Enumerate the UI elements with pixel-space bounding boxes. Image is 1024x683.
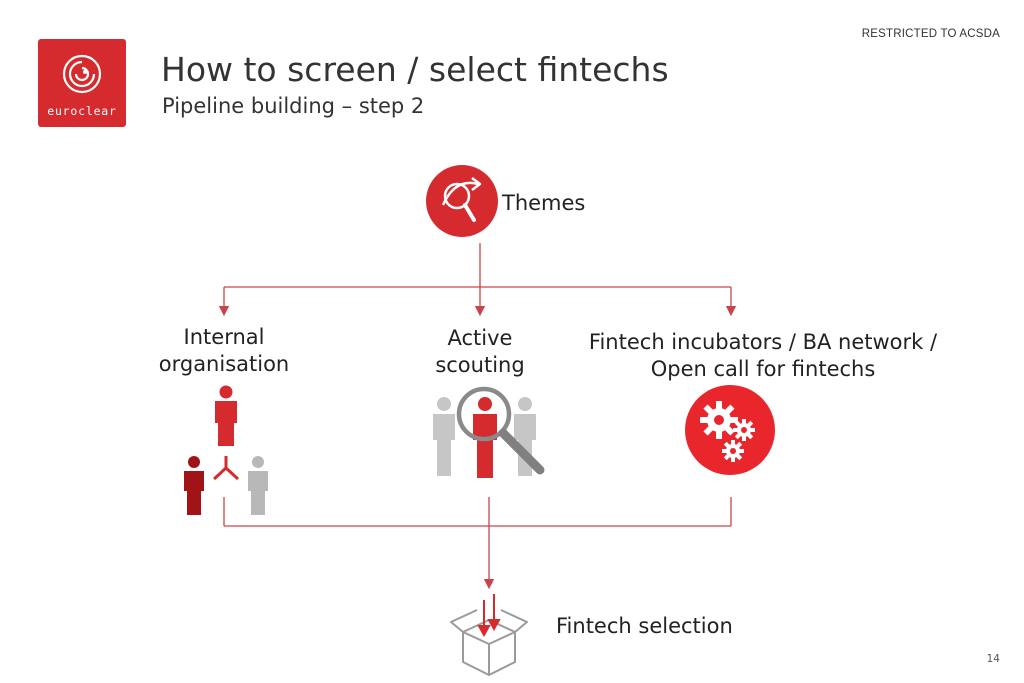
fintech-incubators-line-1: Fintech incubators / BA network / xyxy=(588,330,938,354)
magnifier-trend-arrow-icon xyxy=(426,165,498,237)
active-scouting-line-2: scouting xyxy=(435,353,525,377)
active-scouting-line-1: Active xyxy=(447,326,513,350)
page-subtitle: Pipeline building – step 2 xyxy=(162,94,425,118)
internal-organisation-line-2: organisation xyxy=(158,352,290,376)
logo-wordmark: euroclear xyxy=(47,104,117,118)
active-scouting-label: Active scouting xyxy=(400,325,560,379)
gears-icon xyxy=(685,385,775,475)
swirl-logo-icon xyxy=(62,54,102,94)
magnifier-people-icon xyxy=(433,386,545,478)
fintech-incubators-label: Fintech incubators / BA network / Open c… xyxy=(572,329,954,383)
internal-organisation-line-1: Internal xyxy=(183,325,265,349)
fintech-selection-label: Fintech selection xyxy=(556,614,733,638)
org-hierarchy-people-icon xyxy=(184,385,268,515)
themes-label: Themes xyxy=(502,191,586,215)
inbox-arrows-icon xyxy=(477,594,501,638)
internal-organisation-label: Internal organisation xyxy=(124,324,324,378)
box-inbox-icon xyxy=(450,609,528,676)
page-title: How to screen / select fintechs xyxy=(161,50,669,89)
euroclear-logo: euroclear xyxy=(38,39,126,127)
classification-label: RESTRICTED TO ACSDA xyxy=(861,28,1000,40)
fintech-incubators-line-2: Open call for fintechs xyxy=(650,357,876,381)
page-number: 14 xyxy=(986,653,1000,665)
connector-lines xyxy=(218,243,737,590)
